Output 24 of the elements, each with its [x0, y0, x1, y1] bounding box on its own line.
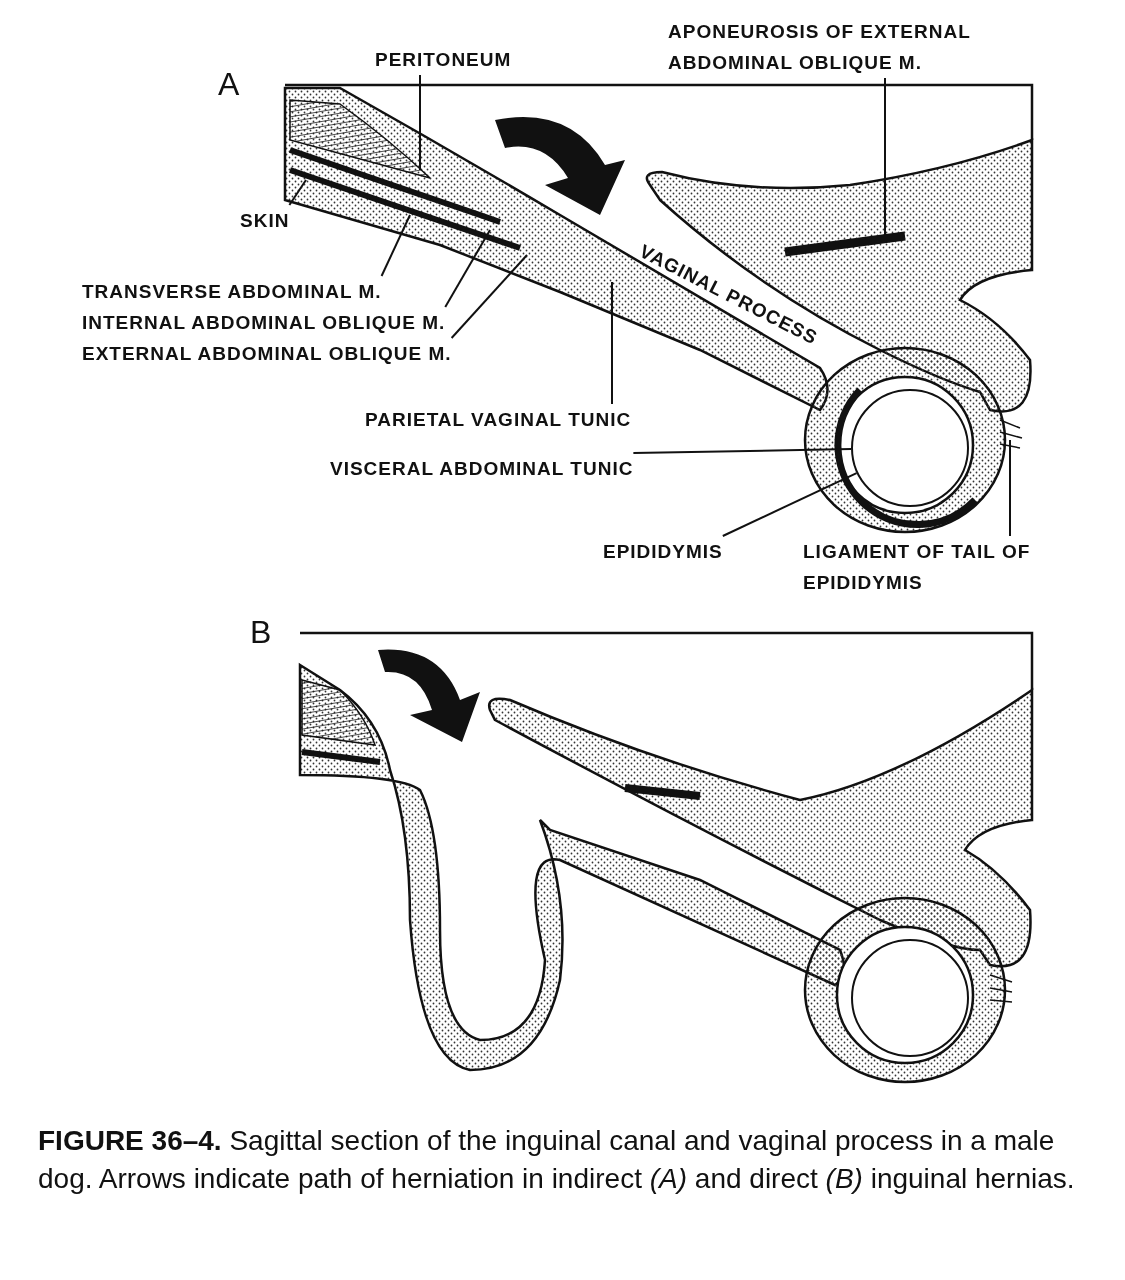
part-label: EXTERNAL ABDOMINAL OBLIQUE M. [82, 338, 452, 369]
part-label: SKIN [240, 205, 290, 236]
figure-caption: FIGURE 36–4. Sagittal section of the inguinal canal and vaginal process in a male dog. Arrows indicate path of herniation in indirect (A) and direct (B) inguinal hernias. [38, 1124, 1076, 1196]
muscle-band [784, 231, 906, 257]
panel-letter: B [250, 614, 272, 651]
panel-letter: A [218, 66, 240, 103]
part-label: EPIDIDYMIS [603, 536, 723, 567]
part-label: TRANSVERSE ABDOMINAL M. [82, 276, 382, 307]
leader-line [380, 214, 411, 277]
leader-line [632, 448, 852, 454]
leader-line [611, 281, 613, 405]
leader-line [288, 179, 307, 206]
testis [851, 389, 969, 507]
part-label: PERITONEUM [375, 44, 512, 75]
leader-line [721, 472, 858, 537]
part-label: LIGAMENT OF TAIL OF EPIDIDYMIS [803, 536, 1033, 598]
leader-line [419, 74, 421, 171]
leader-line [1009, 439, 1011, 537]
part-label: APONEUROSIS OF EXTERNAL ABDOMINAL OBLIQUE M. [668, 16, 1028, 78]
part-label: VISCERAL ABDOMINAL TUNIC [330, 453, 634, 484]
leader-line [444, 229, 491, 308]
leader-line [450, 254, 528, 339]
part-label: PARIETAL VAGINAL TUNIC [365, 404, 632, 435]
part-label: INTERNAL ABDOMINAL OBLIQUE M. [82, 307, 446, 338]
